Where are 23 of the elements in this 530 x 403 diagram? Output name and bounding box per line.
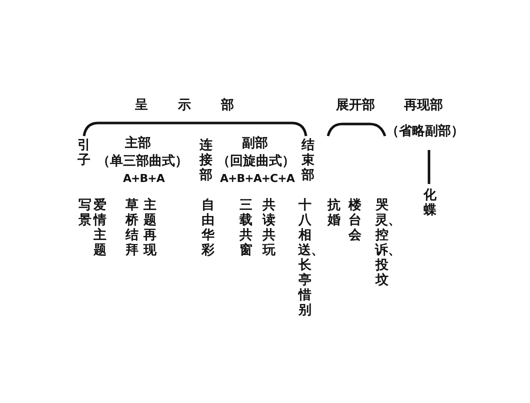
episode-label: 草桥结拜 — [125, 198, 139, 258]
formula-label: A+B+A — [123, 171, 164, 186]
part-label: 引子 — [77, 138, 91, 168]
episode-label: 抗婚 — [327, 198, 341, 228]
section-title: 展开部 — [336, 98, 375, 113]
form-label: （回旋曲式） — [217, 154, 295, 169]
episode-label: 爱情主题 — [93, 198, 107, 258]
form-label: （单三部曲式） — [97, 154, 188, 169]
part-label: 副部 — [242, 136, 268, 151]
episode-label: 楼台会 — [348, 198, 362, 243]
episode-label: 写景 — [78, 198, 92, 228]
part-label: 连接部 — [199, 138, 213, 183]
form-label: （省略副部） — [386, 124, 464, 139]
episode-label: 主题再现 — [143, 198, 157, 258]
part-label: 主部 — [125, 136, 151, 151]
formula-label: A+B+A+C+A — [220, 171, 294, 186]
episode-label: 化蝶 — [423, 188, 437, 218]
episode-label: 三载共窗 — [239, 198, 253, 258]
part-label: 结束部 — [301, 138, 315, 183]
section-title: 再现部 — [404, 98, 443, 113]
episode-label: 共读共玩 — [262, 198, 276, 258]
episode-label: 自由华彩 — [201, 198, 215, 258]
section-title: 呈示部 — [135, 98, 264, 113]
